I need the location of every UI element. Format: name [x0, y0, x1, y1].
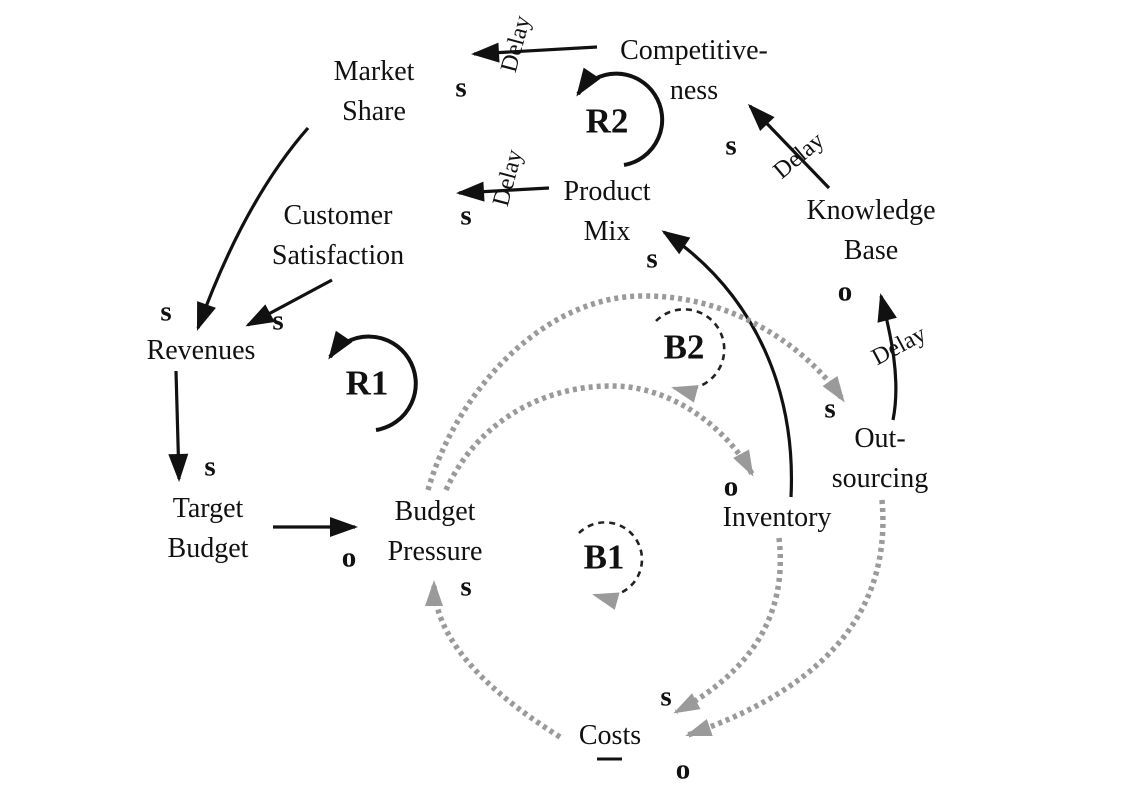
- loop-label-r1: R1: [345, 363, 389, 403]
- polarity-label-budget-pressure->outsourcing: s: [824, 392, 836, 425]
- polarity-label-knowledge-base->competitiveness: s: [725, 129, 737, 162]
- polarity-label-target-budget->budget-pressure: o: [341, 541, 357, 574]
- polarity-label-outsourcing->costs: o: [675, 753, 691, 786]
- edge-market-share-revenues: [196, 126, 310, 331]
- node-inventory: Inventory: [722, 502, 832, 533]
- node-market-share: Market Share: [333, 56, 415, 127]
- node-customer-satisfaction: Customer Satisfaction: [271, 200, 405, 271]
- edge-customer-satisfaction-revenues: [245, 278, 333, 327]
- loop-arrow-r2: [576, 67, 665, 167]
- polarity-label-market-share->revenues: s: [160, 295, 172, 328]
- polarity-label-costs->budget-pressure: s: [460, 570, 472, 603]
- polarity-label-competitiveness->market-share: s: [455, 71, 467, 104]
- edge-inventory-costs: [673, 537, 783, 715]
- polarity-label-customer-satisfaction->revenues: s: [272, 304, 284, 337]
- node-knowledge-base: Knowledge Base: [806, 195, 936, 266]
- node-competitiveness: Competitive- ness: [620, 35, 768, 106]
- edge-inventory-product-mix: [661, 230, 794, 498]
- node-costs: Costs: [578, 720, 642, 751]
- polarity-label-inventory->product-mix: s: [646, 242, 658, 275]
- edge-product-mix-customer-satisfaction: [456, 181, 550, 202]
- loop-label-b2: B2: [663, 327, 705, 367]
- edge-outsourcing-knowledge-base: [877, 293, 898, 421]
- edge-costs-budget-pressure: [425, 580, 562, 740]
- polarity-label-product-mix->customer-satisfaction: s: [460, 199, 472, 232]
- loop-arrow-b2: [655, 308, 726, 403]
- loop-label-r2: R2: [585, 101, 629, 141]
- edge-revenues-target-budget: [168, 370, 189, 482]
- node-revenues: Revenues: [146, 335, 256, 366]
- edge-outsourcing-costs: [685, 499, 886, 738]
- loop-arrow-r1: [328, 330, 418, 432]
- polarity-label-revenues->target-budget: s: [204, 450, 216, 483]
- edge-competitiveness-market-share: [471, 42, 598, 63]
- loop-arrow-b1: [578, 521, 644, 610]
- loop-label-b1: B1: [583, 537, 625, 577]
- node-product-mix: Product Mix: [563, 176, 651, 247]
- polarity-label-outsourcing->knowledge-base: o: [837, 275, 853, 308]
- node-outsourcing: Out- sourcing: [831, 423, 929, 494]
- node-budget-pressure: Budget Pressure: [387, 496, 483, 567]
- edge-knowledge-base-competitiveness: [747, 103, 831, 190]
- edge-budget-pressure-inventory: [443, 383, 755, 492]
- edge-budget-pressure-outsourcing: [425, 293, 846, 491]
- polarity-label-budget-pressure->inventory: o: [723, 470, 739, 503]
- node-target-budget: Target Budget: [167, 493, 249, 564]
- polarity-label-inventory->costs: s: [660, 680, 672, 713]
